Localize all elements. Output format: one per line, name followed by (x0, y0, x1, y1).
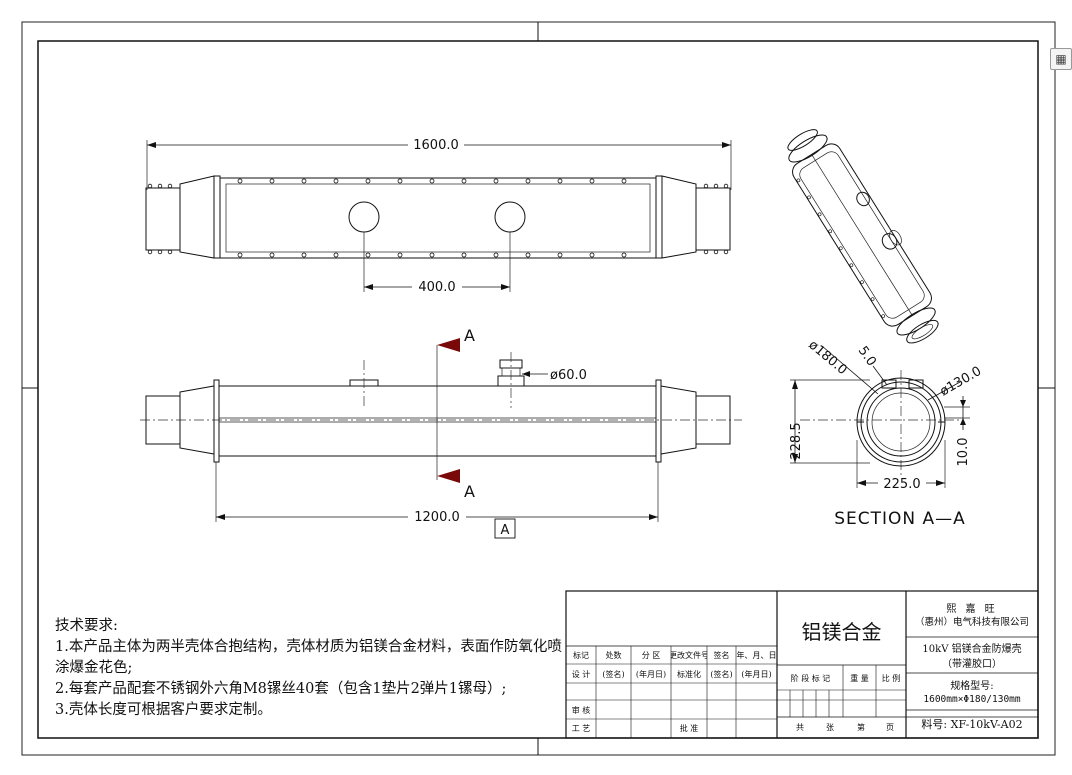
top-view: 1600.0 (145, 137, 732, 295)
sheet-label: 页 (886, 723, 894, 732)
dim-hole-dia: ø60.0 (550, 368, 587, 383)
front-view: ø60.0 A A 1200.0 A (140, 326, 742, 539)
product-name-sub: （带灌胶口） (942, 659, 1002, 670)
section-marker-bottom: A (464, 482, 475, 501)
review-label: 审 核 (571, 705, 591, 715)
product-name: 10kV 铝镁合金防爆壳 (922, 644, 1022, 655)
section-title: SECTION A—A (834, 509, 966, 529)
design-row-cell: (签名) (602, 669, 625, 679)
sheet-label: 共 (796, 723, 804, 732)
design-row-cell: (签名) (710, 669, 733, 679)
rev-header: 处数 (605, 651, 622, 660)
rev-header: 分 区 (641, 651, 661, 660)
datum-label: A (501, 523, 510, 538)
spec-value: 1600mm×Φ180/130mm (923, 694, 1021, 705)
dim-section-width: 225.0 (883, 477, 920, 492)
grid-icon[interactable]: ▦ (1050, 48, 1072, 70)
dim-flange-spacing: 1200.0 (414, 510, 460, 525)
stage-header: 阶 段 标 记 (790, 673, 831, 683)
dim-section-height: 228.5 (789, 422, 804, 459)
rev-header: 更改文件号 (671, 651, 707, 660)
rev-header: 标记 (573, 651, 589, 660)
process-label: 工 艺 (571, 724, 591, 733)
dim-section-small: 10.0 (956, 438, 971, 467)
design-row-cell: 设 计 (571, 669, 591, 679)
note-item: 3.壳体长度可根据客户要求定制。 (55, 702, 272, 718)
note-item: 2.每套产品配套不锈钢外六角M8镙丝40套（包含1垫片2弹片1镙母）; (55, 681, 507, 697)
rev-header: 签名 (713, 651, 730, 660)
notes-heading: 技术要求: (55, 618, 118, 634)
weight-header: 重 量 (850, 673, 869, 683)
spec-label: 规格型号: (950, 681, 994, 692)
section-marker-top: A (464, 326, 475, 345)
sheet-label: 第 (857, 723, 865, 732)
technical-notes: 技术要求: 1.本产品主体为两半壳体合抱结构，壳体材质为铝镁合金材料，表面作防氧… (55, 616, 565, 721)
note-item: 1.本产品主体为两半壳体合抱结构，壳体材质为铝镁合金材料，表面作防氧化喷涂爆金花… (55, 639, 562, 676)
material-label: 铝镁合金 (801, 619, 882, 644)
dim-section-inner-dia: ø130.0 (938, 364, 985, 400)
design-row-cell: (年月日) (741, 669, 772, 679)
dim-section-wall: 5.0 (855, 344, 879, 370)
sheet-label: 张 (826, 723, 834, 732)
company-name-sub: （惠州）电气科技有限公司 (914, 617, 1029, 628)
company-name: 熙 嘉 旺 (946, 603, 998, 615)
title-block-grid (565, 590, 1039, 739)
dim-overall-length: 1600.0 (413, 138, 459, 153)
dim-section-outer-dia: ø180.0 (805, 338, 849, 379)
scale-header: 比 例 (881, 673, 901, 683)
section-view: 228.5 225.0 10.0 ø180.0 5.0 ø130.0 SECTI… (789, 338, 984, 529)
design-row-cell: 标准化 (677, 669, 701, 679)
approve-label: 批 准 (679, 724, 699, 733)
design-row-cell: (年月日) (635, 669, 667, 679)
part-number: 料号: XF-10kV-A02 (921, 718, 1023, 731)
rev-header: 年、月、日 (736, 651, 777, 660)
dim-hole-spacing: 400.0 (418, 280, 455, 295)
isometric-view (787, 129, 939, 344)
